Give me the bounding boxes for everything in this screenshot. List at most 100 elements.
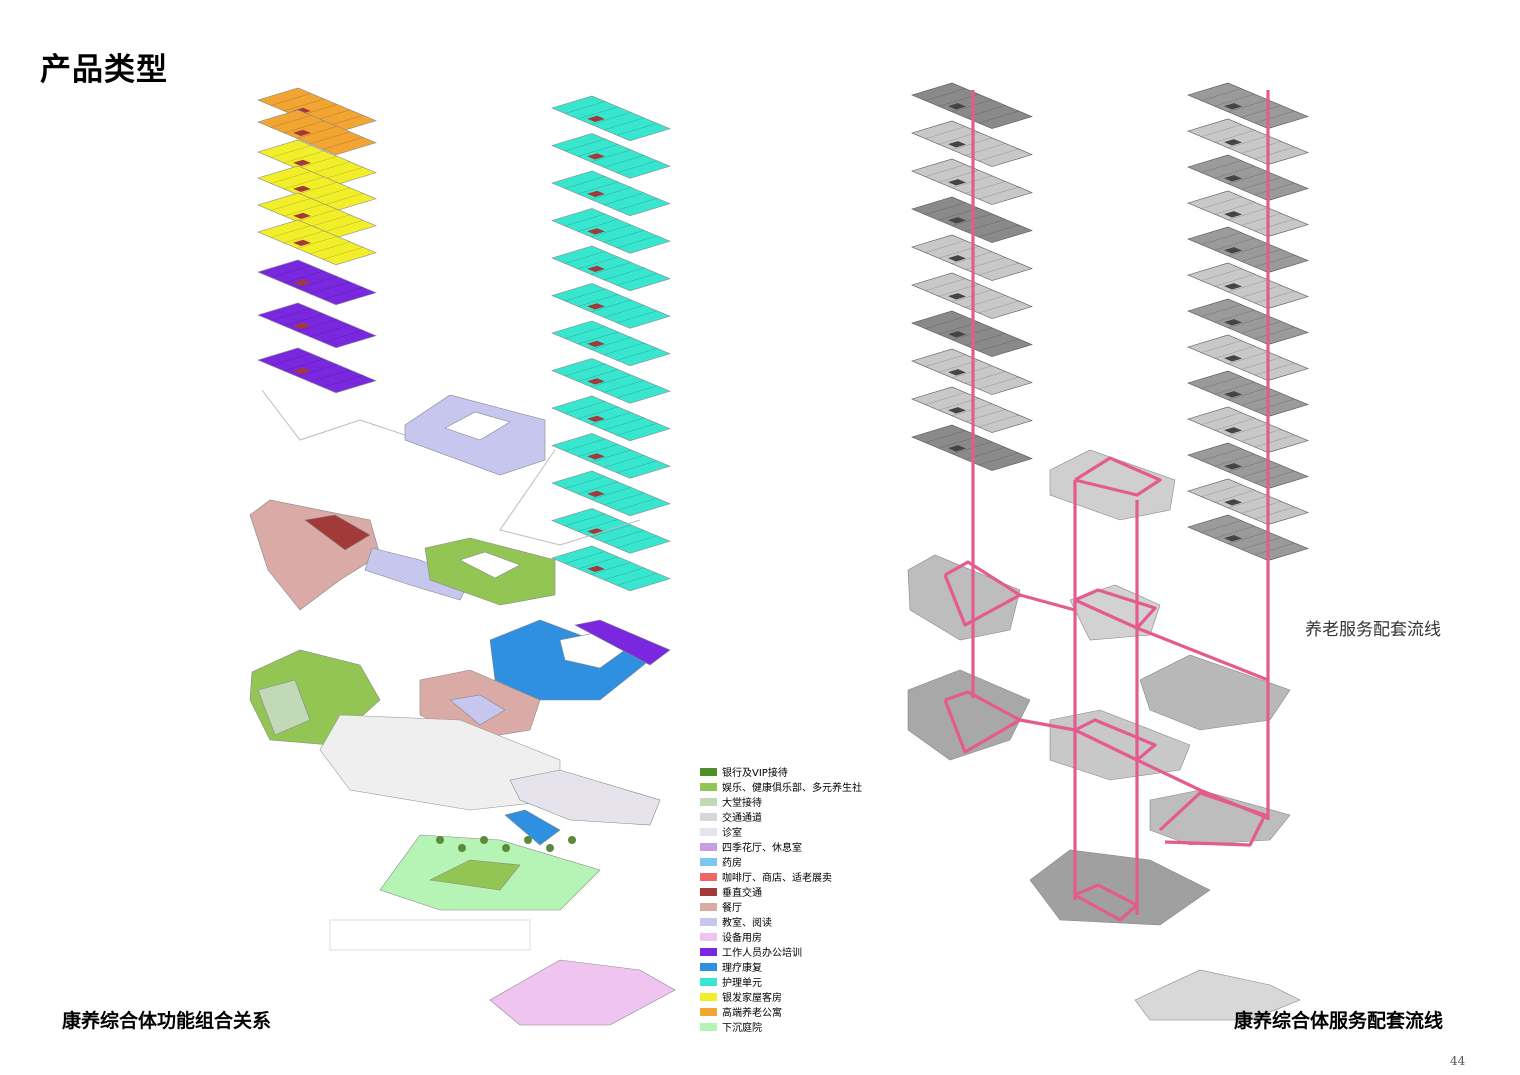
room-divider [925, 202, 966, 215]
flow-line [1019, 593, 1076, 612]
vertical-core [293, 129, 311, 137]
room-divider [309, 281, 351, 295]
room-divider [1254, 290, 1295, 304]
vertical-core [587, 415, 605, 423]
room-divider [978, 110, 1019, 124]
legend-label: 设备用房 [722, 933, 762, 944]
nursing-floor-slab [551, 283, 671, 329]
legend-swatch [700, 947, 717, 956]
room-divider [577, 219, 619, 232]
room-divider [322, 247, 364, 260]
vertical-core [587, 565, 605, 573]
room-divider [1201, 412, 1242, 425]
legend-swatch [700, 1022, 717, 1031]
room-divider [322, 220, 364, 233]
room-divider [296, 319, 338, 332]
room-divider [283, 120, 325, 134]
gray-lower-floor [907, 669, 1031, 761]
left-caption: 康养综合体功能组合关系 [62, 1010, 272, 1032]
gray-lower-floor [1049, 709, 1191, 781]
tree-icon [480, 836, 488, 844]
room-divider [309, 214, 351, 228]
room-divider [603, 305, 645, 318]
tree-icon [502, 844, 510, 852]
room-divider [270, 93, 312, 106]
room-divider [564, 176, 606, 189]
room-divider [590, 187, 632, 200]
legend-swatch [700, 992, 717, 1001]
gray-classroom-floor [1049, 449, 1176, 521]
room-divider [577, 294, 619, 307]
room-divider [1254, 506, 1295, 520]
flow-line [1074, 456, 1162, 497]
room-divider [1201, 232, 1242, 245]
legend-item: 四季花厅、休息室 [700, 839, 890, 854]
room-divider [925, 316, 966, 329]
room-divider [296, 364, 338, 377]
legend-swatch [700, 962, 717, 971]
room-divider [283, 203, 325, 217]
room-divider [296, 156, 338, 169]
vertical-core [948, 141, 966, 148]
room-divider [1254, 362, 1295, 376]
room-divider [616, 423, 658, 436]
legend-swatch [700, 782, 717, 791]
vertical-core [293, 239, 311, 247]
room-divider [322, 137, 364, 150]
room-divider [1201, 340, 1242, 353]
room-divider [1227, 495, 1269, 509]
room-divider [564, 363, 606, 377]
room-divider [1254, 326, 1295, 340]
room-divider [590, 374, 632, 388]
vertical-core [587, 340, 605, 348]
legend-label: 交通通道 [722, 813, 762, 824]
legend-item: 咖啡厅、商店、适老展卖 [700, 869, 890, 884]
legend-swatch [700, 842, 717, 851]
vertical-core [293, 185, 311, 193]
room-divider [1201, 484, 1242, 497]
legend-label: 大堂接待 [722, 798, 762, 809]
room-divider [590, 299, 632, 313]
room-divider [1227, 135, 1269, 149]
dining-core [304, 514, 371, 551]
legend-swatch [700, 812, 717, 821]
room-divider [577, 481, 619, 495]
room-divider [603, 117, 645, 131]
legend-item: 诊室 [700, 824, 890, 839]
room-divider [296, 276, 338, 289]
room-divider [1227, 351, 1269, 365]
legend-swatch [700, 872, 717, 881]
room-divider [270, 353, 312, 366]
room-divider [1214, 93, 1255, 107]
gray-tower-floor [1187, 262, 1309, 309]
room-divider [1227, 279, 1269, 293]
legend-swatch [700, 887, 717, 896]
room-divider [1227, 423, 1269, 437]
room-divider [1201, 124, 1242, 137]
vertical-core [587, 265, 605, 273]
room-divider [925, 278, 966, 291]
vertical-core [587, 153, 605, 160]
legend-item: 护理单元 [700, 974, 890, 989]
room-divider [1241, 177, 1282, 190]
room-divider [1201, 448, 1242, 461]
gray-courtyard [1029, 849, 1211, 926]
legend-label: 餐厅 [722, 903, 742, 914]
legend-label: 银行及VIP接待 [722, 768, 788, 779]
vertical-core [948, 179, 966, 186]
corridor-floor [364, 547, 471, 601]
room-divider [590, 337, 632, 350]
legend-item: 药房 [700, 854, 890, 869]
legend-swatch [700, 932, 717, 941]
room-divider [1254, 146, 1295, 160]
legend-swatch [700, 797, 717, 806]
legend-item: 交通通道 [700, 809, 890, 824]
room-divider [1201, 520, 1242, 533]
courtyard-void [444, 411, 511, 441]
room-divider [296, 182, 338, 195]
room-divider [564, 438, 606, 452]
vertical-core [293, 322, 311, 330]
room-divider [1241, 321, 1282, 334]
room-divider [1227, 459, 1269, 473]
parking-outline [329, 919, 531, 951]
